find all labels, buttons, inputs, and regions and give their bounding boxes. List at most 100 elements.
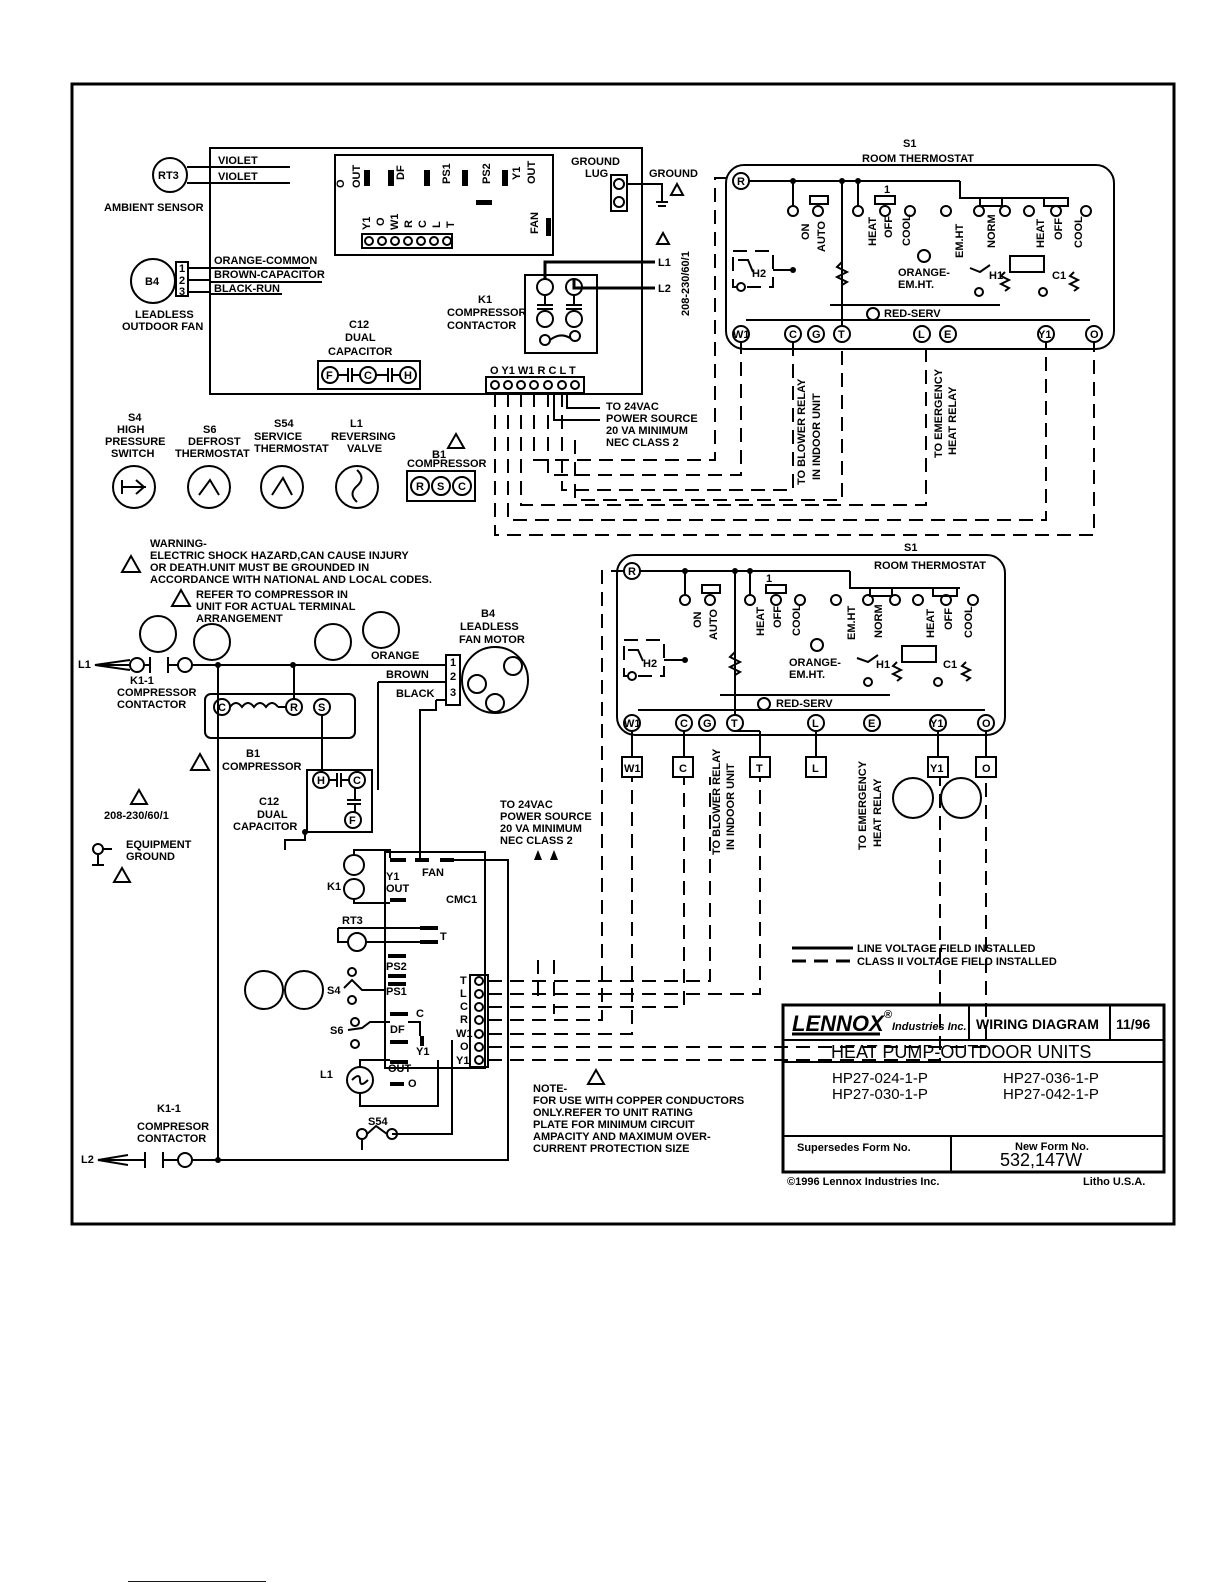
svg-text:S54: S54 bbox=[368, 1116, 388, 1128]
svg-text:T: T bbox=[756, 763, 763, 775]
lennox-logo: LENNOX bbox=[792, 1011, 885, 1036]
svg-text:Y1: Y1 bbox=[386, 871, 399, 883]
svg-text:UNIT FOR ACTUAL TERMINAL: UNIT FOR ACTUAL TERMINAL bbox=[196, 601, 356, 613]
svg-text:COMPRESSOR: COMPRESSOR bbox=[407, 458, 487, 470]
svg-text:C: C bbox=[417, 220, 429, 228]
control-box bbox=[209, 147, 643, 395]
svg-text:PS2: PS2 bbox=[481, 163, 493, 184]
svg-text:OUT: OUT bbox=[386, 883, 410, 895]
supply-voltage: 208-230/60/1 bbox=[680, 251, 692, 316]
svg-text:T: T bbox=[731, 718, 738, 730]
top-24vac-4: NEC CLASS 2 bbox=[606, 437, 679, 449]
svg-text:1: 1 bbox=[766, 573, 772, 585]
svg-text:H1: H1 bbox=[876, 659, 890, 671]
svg-text:S6: S6 bbox=[330, 1025, 343, 1037]
svg-text:OUT: OUT bbox=[526, 161, 538, 185]
svg-text:RT3: RT3 bbox=[342, 915, 363, 927]
svg-text:R: R bbox=[737, 176, 745, 188]
top-to-blower-2: IN INDOOR UNIT bbox=[811, 393, 823, 480]
svg-text:L: L bbox=[918, 329, 925, 341]
title-block: LENNOX ® Industries Inc. WIRING DIAGRAM … bbox=[781, 1003, 1166, 1188]
svg-text:K1-1: K1-1 bbox=[157, 1103, 181, 1115]
svg-text:F: F bbox=[326, 370, 333, 382]
svg-text:W1: W1 bbox=[624, 763, 641, 775]
svg-text:L1: L1 bbox=[350, 418, 363, 430]
svg-text:ACCORDANCE WITH NATIONAL AND L: ACCORDANCE WITH NATIONAL AND LOCAL CODES… bbox=[150, 574, 432, 586]
svg-text:FAN MOTOR: FAN MOTOR bbox=[459, 634, 525, 646]
svg-text:R: R bbox=[403, 220, 415, 228]
svg-text:OFF: OFF bbox=[772, 606, 784, 628]
ground-lug bbox=[610, 174, 628, 212]
board-terminal-row: Y1 O W1 R C L T FAN bbox=[361, 212, 551, 249]
svg-text:CONTACTOR: CONTACTOR bbox=[117, 699, 186, 711]
svg-text:PS1: PS1 bbox=[441, 163, 453, 184]
svg-text:POWER SOURCE: POWER SOURCE bbox=[500, 811, 592, 823]
l2-label: L2 bbox=[658, 283, 671, 295]
svg-text:T: T bbox=[838, 329, 845, 341]
svg-text:Y1: Y1 bbox=[930, 718, 943, 730]
svg-text:ORANGE-: ORANGE- bbox=[898, 267, 950, 279]
svg-text:AUTO: AUTO bbox=[816, 221, 828, 252]
svg-text:NORM: NORM bbox=[873, 604, 885, 638]
svg-text:F: F bbox=[349, 815, 356, 827]
svg-text:O: O bbox=[460, 1041, 469, 1053]
svg-text:W1: W1 bbox=[456, 1028, 473, 1040]
svg-text:1: 1 bbox=[884, 184, 890, 196]
svg-text:L: L bbox=[460, 988, 467, 1000]
b4-label: B4 bbox=[145, 276, 160, 288]
c12-label: C12 bbox=[349, 319, 369, 331]
svg-text:Y1: Y1 bbox=[416, 1046, 429, 1058]
svg-text:C: C bbox=[353, 775, 361, 787]
svg-text:O: O bbox=[982, 718, 991, 730]
svg-text:L1: L1 bbox=[320, 1069, 333, 1081]
svg-text:HEAT PUMP-OUTDOOR UNITS: HEAT PUMP-OUTDOOR UNITS bbox=[831, 1042, 1091, 1062]
svg-text:CAPACITOR: CAPACITOR bbox=[328, 346, 392, 358]
svg-text:S1: S1 bbox=[904, 542, 917, 554]
top-room-thermostat: ROOM THERMOSTAT bbox=[862, 153, 974, 165]
top-room-thermostat-box bbox=[725, 164, 1115, 350]
orange-common-wire: ORANGE-COMMON bbox=[214, 255, 317, 267]
svg-text:O: O bbox=[335, 179, 347, 188]
svg-text:EM.HT.: EM.HT. bbox=[789, 669, 825, 681]
svg-text:PLATE FOR MINIMUM CIRCUIT: PLATE FOR MINIMUM CIRCUIT bbox=[533, 1119, 695, 1131]
svg-text:L: L bbox=[431, 221, 443, 228]
svg-text:AMPACITY AND MAXIMUM OVER-: AMPACITY AND MAXIMUM OVER- bbox=[533, 1131, 711, 1143]
cmc1-board bbox=[384, 851, 486, 1069]
svg-text:L1: L1 bbox=[78, 659, 91, 671]
warning-block: WARNING- ELECTRIC SHOCK HAZARD,CAN CAUSE… bbox=[120, 538, 432, 625]
svg-text:OUT: OUT bbox=[388, 1063, 412, 1075]
svg-text:208-230/60/1: 208-230/60/1 bbox=[104, 810, 169, 822]
svg-text:2: 2 bbox=[179, 275, 185, 287]
svg-text:SWITCH: SWITCH bbox=[111, 448, 154, 460]
top-unit-diagram: RT3 VIOLET VIOLET AMBIENT SENSOR O OUT D… bbox=[104, 138, 1115, 536]
svg-text:ON: ON bbox=[692, 611, 704, 628]
svg-text:COOL: COOL bbox=[963, 606, 975, 638]
svg-text:C: C bbox=[679, 763, 687, 775]
violet-wire-1: VIOLET bbox=[218, 155, 258, 167]
svg-text:VALVE: VALVE bbox=[347, 443, 382, 455]
svg-text:HP27-024-1-P: HP27-024-1-P bbox=[832, 1070, 928, 1087]
board-pins: O OUT DF PS1 PS2 Y1 OUT bbox=[335, 161, 538, 205]
svg-text:HEAT: HEAT bbox=[755, 607, 767, 636]
svg-text:EM.HT: EM.HT bbox=[846, 606, 858, 641]
top-thermostat-terminals: W1 C G T L E Y1 O bbox=[732, 325, 1103, 343]
svg-text:TO BLOWER RELAY: TO BLOWER RELAY bbox=[711, 748, 723, 855]
svg-text:WIRING DIAGRAM: WIRING DIAGRAM bbox=[976, 1016, 1099, 1032]
svg-text:PRESSURE: PRESSURE bbox=[105, 436, 166, 448]
svg-text:L2: L2 bbox=[81, 1154, 94, 1166]
svg-text:O: O bbox=[375, 217, 387, 226]
svg-text:H1: H1 bbox=[989, 270, 1003, 282]
footer-link-underline[interactable] bbox=[128, 1581, 266, 1582]
svg-text:C12: C12 bbox=[259, 796, 279, 808]
defrost-thermostat-icon bbox=[187, 465, 231, 509]
svg-text:R: R bbox=[290, 702, 298, 714]
svg-text:HP27-030-1-P: HP27-030-1-P bbox=[832, 1086, 928, 1103]
svg-text:Y1: Y1 bbox=[456, 1055, 469, 1067]
svg-text:R: R bbox=[416, 481, 424, 493]
svg-text:HEAT: HEAT bbox=[1035, 219, 1047, 248]
svg-text:PS2: PS2 bbox=[386, 961, 407, 973]
lower-dual-capacitor bbox=[306, 769, 373, 833]
k1-contactor: CONTACTOR bbox=[447, 320, 516, 332]
svg-text:C: C bbox=[364, 370, 372, 382]
